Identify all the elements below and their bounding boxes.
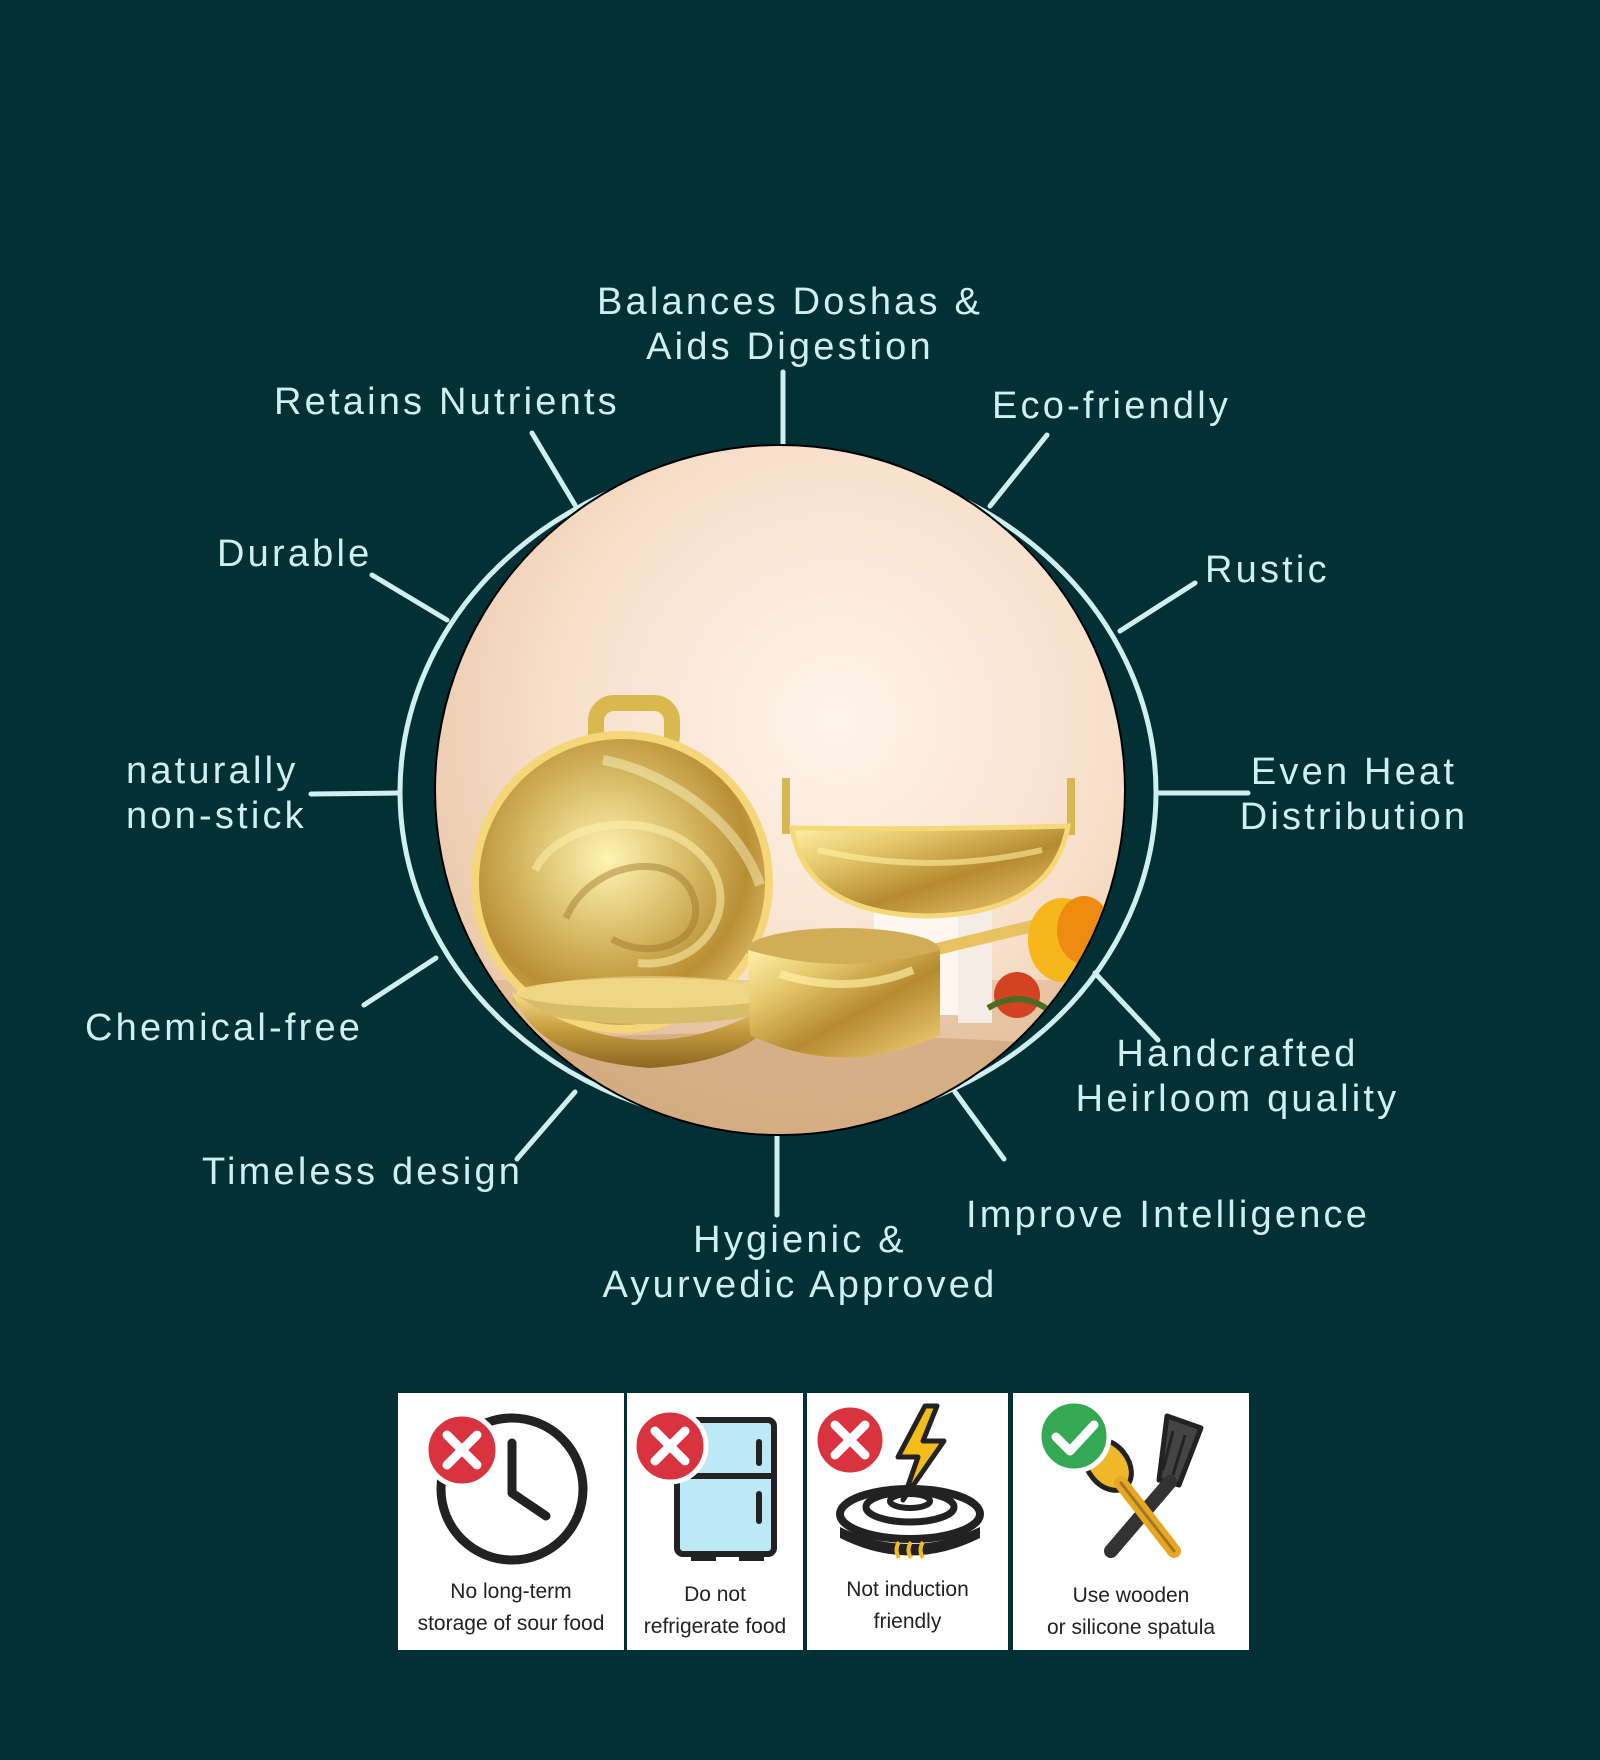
- clock-icon: [423, 1411, 588, 1565]
- spatula-icon: [1036, 1398, 1204, 1558]
- care-card-spatula: Use wooden or silicone spatula: [1013, 1393, 1249, 1650]
- benefit-improve-intelligence: Improve Intelligence: [966, 1194, 1371, 1236]
- benefit-handcrafted: Handcrafted Heirloom quality: [1070, 1032, 1405, 1122]
- benefit-chemical-free: Chemical-free: [85, 1007, 364, 1049]
- benefit-handcrafted-line-2: Heirloom quality: [1075, 1078, 1400, 1120]
- check-icon: [1036, 1398, 1112, 1474]
- brass-tawa-shape: [471, 695, 773, 1033]
- refrigerator-icon: [631, 1407, 777, 1561]
- brass-kadai-shape: [782, 778, 1075, 1023]
- connector-lines: [308, 369, 1251, 1218]
- benefit-hygienic-line-1: Hygienic &: [693, 1219, 907, 1261]
- benefit-rustic: Rustic: [1205, 549, 1330, 591]
- care-caption-refrigerate-line-2: refrigerate food: [643, 1615, 787, 1638]
- benefit-even-heat-line-1: Even Heat: [1250, 751, 1458, 793]
- brass-cookware-photo: [436, 446, 1124, 1134]
- care-caption-sour-storage: No long-term storage of sour food: [398, 1576, 624, 1640]
- cross-icon: [812, 1402, 888, 1478]
- care-caption-spatula-line-2: or silicone spatula: [1046, 1616, 1216, 1639]
- care-caption-refrigerate-line-1: Do not: [684, 1583, 746, 1606]
- brass-saucepan-shape: [746, 912, 1071, 1058]
- brass-bowl-shape: [512, 976, 790, 1068]
- benefit-durable: Durable: [217, 533, 373, 575]
- benefit-hygienic-line-2: Ayurvedic Approved: [602, 1264, 998, 1306]
- care-card-refrigerate: Do not refrigerate food: [627, 1393, 803, 1650]
- cross-icon: [631, 1407, 709, 1485]
- benefit-doshas: Balances Doshas & Aids Digestion: [585, 280, 995, 370]
- care-card-sour-storage: No long-term storage of sour food: [398, 1393, 624, 1650]
- benefit-even-heat-line-2: Distribution: [1239, 796, 1469, 838]
- benefit-hygienic: Hygienic & Ayurvedic Approved: [600, 1218, 1000, 1308]
- benefit-handcrafted-line-1: Handcrafted: [1116, 1033, 1359, 1075]
- cross-icon: [423, 1411, 501, 1489]
- benefit-nonstick: naturally non-stick: [126, 749, 307, 839]
- benefit-timeless-design: Timeless design: [202, 1151, 524, 1193]
- care-caption-induction-line-2: friendly: [873, 1610, 942, 1633]
- benefit-even-heat: Even Heat Distribution: [1230, 750, 1478, 840]
- care-card-induction: Not induction friendly: [807, 1393, 1008, 1650]
- benefit-nonstick-line-1: naturally: [126, 750, 299, 792]
- care-caption-spatula: Use wooden or silicone spatula: [1013, 1580, 1249, 1644]
- care-caption-refrigerate: Do not refrigerate food: [627, 1579, 803, 1643]
- benefit-doshas-line-1: Balances Doshas &: [596, 281, 984, 323]
- benefit-retains-nutrients: Retains Nutrients: [274, 381, 620, 423]
- care-caption-sour-storage-line-1: No long-term: [450, 1580, 572, 1603]
- benefit-doshas-line-2: Aids Digestion: [646, 326, 934, 368]
- care-caption-spatula-line-1: Use wooden: [1072, 1584, 1190, 1607]
- care-caption-sour-storage-line-2: storage of sour food: [417, 1612, 605, 1635]
- benefit-nonstick-line-2: non-stick: [126, 795, 307, 837]
- induction-icon: [812, 1402, 984, 1560]
- care-caption-induction: Not induction friendly: [807, 1574, 1008, 1638]
- benefit-eco-friendly: Eco-friendly: [992, 385, 1232, 427]
- care-caption-induction-line-1: Not induction: [846, 1578, 969, 1601]
